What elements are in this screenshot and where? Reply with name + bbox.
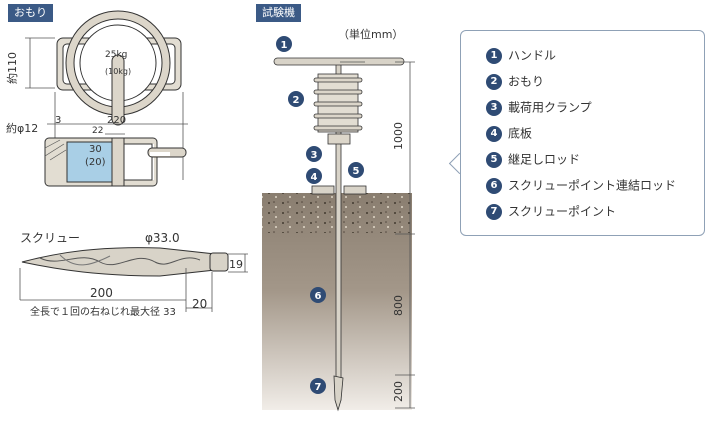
loading-clamp [327, 133, 351, 145]
base-plate-left [311, 185, 335, 195]
legend-label: スクリューポイント [508, 204, 617, 219]
legend-item-connecting-rod: 6 スクリューポイント連結ロッド [486, 176, 676, 194]
base-plate-right [343, 185, 367, 195]
badge-7: 7 [315, 382, 322, 393]
screw-length-label: 200 [90, 286, 113, 300]
screw-width-label: 19 [229, 258, 243, 271]
legend-label: 底板 [508, 126, 533, 141]
badge-5: 5 [353, 166, 360, 177]
stacked-weights [313, 73, 363, 133]
legend-label: おもり [508, 74, 545, 89]
weight-rod-dia-label: 約φ12 [6, 121, 38, 135]
weight-side-hatch [44, 139, 67, 161]
legend-item-loading-clamp: 3 載荷用クランプ [486, 98, 592, 116]
weight-height-label: 約110 [5, 52, 19, 84]
badge-6: 6 [315, 291, 322, 302]
handle-bar [273, 57, 405, 66]
legend-number: 3 [486, 99, 502, 116]
legend-number: 5 [486, 151, 502, 168]
weight-dim-22: 22 [92, 126, 103, 136]
badge-4: 4 [311, 172, 318, 183]
screw-name: スクリュー [20, 231, 80, 245]
legend-item-weight: 2 おもり [486, 72, 544, 90]
weight-dim-3: 3 [55, 115, 61, 126]
weight-top-view [56, 10, 182, 126]
weight-hole-label: 30 [89, 144, 102, 155]
legend-number: 7 [486, 203, 502, 220]
badge-1: 1 [281, 40, 288, 51]
legend-number: 2 [486, 73, 502, 90]
screw-drawing [21, 247, 229, 277]
weight-hole-alt-label: (20) [85, 157, 106, 168]
screw-tip-label: 20 [192, 297, 207, 311]
weight-height-dimension [25, 37, 55, 89]
legend-label: ハンドル [508, 48, 557, 63]
legend-item-screw-point: 7 スクリューポイント [486, 202, 616, 220]
badge-2: 2 [293, 95, 300, 106]
weight-section-tag: おもり [8, 4, 53, 22]
weight-mass-alt-label: (10kg) [105, 67, 131, 76]
legend-label: 載荷用クランプ [508, 100, 592, 115]
legend-number: 4 [486, 125, 502, 142]
legend-label: 継足しロッド [508, 152, 581, 167]
legend-item-base-plate: 4 底板 [486, 124, 532, 142]
tester-unit-label: （単位mm） [338, 27, 403, 41]
screw-point-tip [333, 375, 344, 412]
legend-item-extension-rod: 5 継足しロッド [486, 150, 580, 168]
tester-section-tag: 試験機 [256, 4, 301, 22]
screw-dia-label: φ33.0 [145, 231, 180, 245]
tester-dim-800: 800 [392, 295, 405, 316]
legend-number: 6 [486, 177, 502, 194]
tester-badges: 1 2 3 4 5 6 7 [276, 36, 364, 394]
screw-note: 全長で１回の右ねじれ最大径 33 [30, 305, 176, 318]
tester-dimensions [340, 61, 415, 409]
tester-dim-1000: 1000 [392, 122, 405, 150]
badge-3: 3 [311, 150, 318, 161]
weight-dim-220: 220 [107, 115, 126, 126]
tester-dim-200: 200 [392, 381, 405, 402]
weight-mass-label: 25kg [105, 50, 127, 60]
legend-number: 1 [486, 47, 502, 64]
screw-dimensions [19, 253, 248, 312]
legend-label: スクリューポイント連結ロッド [508, 178, 677, 193]
legend-item-handle: 1 ハンドル [486, 46, 556, 64]
weight-side-view [44, 137, 187, 187]
